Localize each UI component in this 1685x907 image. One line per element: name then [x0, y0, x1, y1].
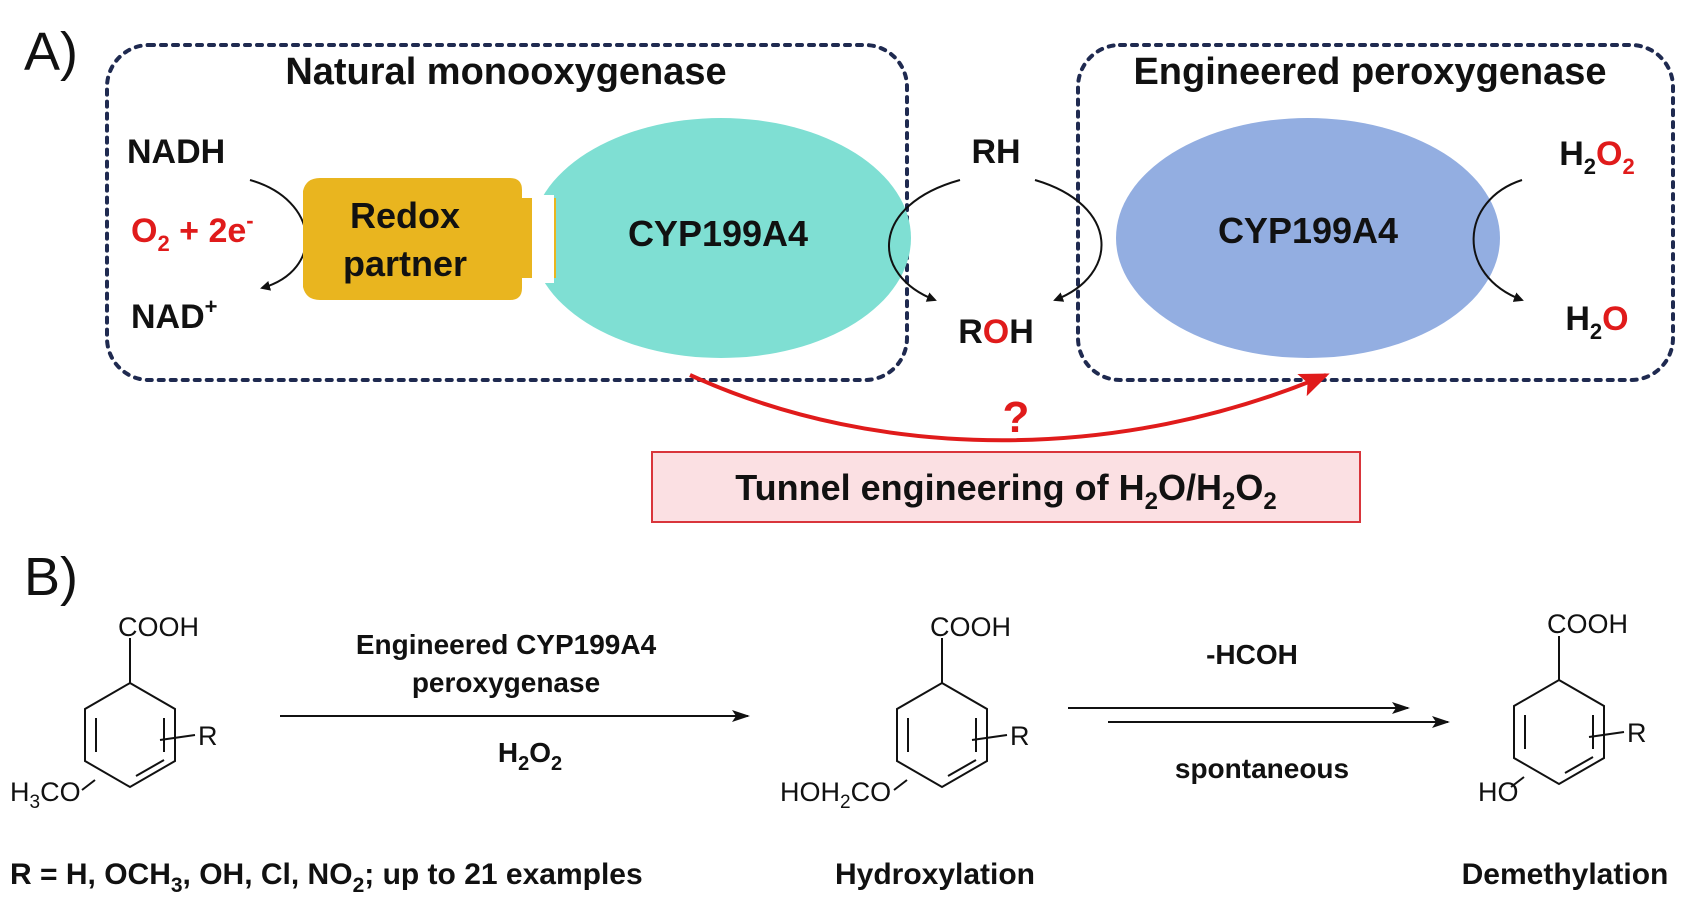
molecule-hemiacetal-intermediate: [893, 638, 1008, 791]
natural-enzyme-label: CYP199A4: [628, 213, 808, 254]
engineered-peroxygenase-box: [1076, 43, 1675, 382]
step2-byproduct: -HCOH: [1206, 639, 1298, 670]
mol1-cooh: COOH: [118, 612, 199, 642]
mol2-r: R: [1010, 721, 1030, 751]
step1-catalyst-line1: Engineered CYP199A4: [356, 629, 657, 660]
nad-plus-label: NAD+: [131, 294, 218, 336]
natural-enzyme-ellipse: [531, 118, 911, 358]
demethylation-caption: Demethylation: [1462, 858, 1669, 891]
engineered-hydroxylation-arrow: [1034, 179, 1103, 302]
mol1-r: R: [198, 721, 218, 751]
panel-a-label: A): [24, 22, 78, 82]
tunnel-engineering-box: [651, 451, 1361, 523]
engineered-box-title: Engineered peroxygenase: [1133, 51, 1606, 93]
nadh-arrow: [249, 179, 308, 291]
mol3-cooh: COOH: [1547, 609, 1628, 639]
question-mark: ?: [1003, 393, 1030, 442]
natural-monooxygenase-box: [105, 43, 909, 382]
redox-label-line2: partner: [343, 243, 467, 284]
engineering-arrow: [689, 373, 1330, 443]
step1-catalyst-line2: peroxygenase: [412, 667, 600, 698]
tunnel-engineering-label: Tunnel engineering of H2O/H2O2: [735, 467, 1276, 515]
molecule-methoxy-substrate: [81, 638, 196, 791]
hydroxylation-caption: Hydroxylation: [835, 858, 1035, 891]
h2o2-label: H2O2: [1559, 135, 1635, 179]
h2o-label: H2O: [1565, 300, 1628, 344]
step2-condition: spontaneous: [1175, 753, 1349, 784]
molecule-hydroxy-product: [1510, 636, 1625, 788]
peroxide-arrow: [1472, 179, 1524, 302]
panel-b-label: B): [24, 547, 78, 607]
redox-label-line1: Redox: [350, 195, 460, 236]
product-roh-label: ROH: [958, 313, 1034, 351]
o2-electrons-label: O2 + 2e-: [131, 208, 254, 256]
step1-oxidant: H2O2: [498, 737, 562, 775]
mol3-r: R: [1627, 718, 1647, 748]
engineered-enzyme-label: CYP199A4: [1218, 210, 1398, 251]
mol3-ho: HO: [1478, 777, 1519, 807]
natural-hydroxylation-arrow: [888, 179, 961, 302]
natural-box-title: Natural monooxygenase: [285, 51, 726, 93]
engineered-enzyme-ellipse: [1116, 118, 1500, 358]
mol2-hoh2co: HOH2CO: [780, 777, 891, 813]
substrate-scope-caption: R = H, OCH3, OH, Cl, NO2; up to 21 examp…: [10, 858, 643, 897]
nadh-label: NADH: [127, 133, 225, 171]
redox-partner-shape: [303, 178, 556, 300]
mol1-h3co: H3CO: [10, 777, 81, 813]
mol2-cooh: COOH: [930, 612, 1011, 642]
redox-connector-gap: [532, 195, 554, 283]
substrate-rh-label: RH: [971, 133, 1020, 171]
